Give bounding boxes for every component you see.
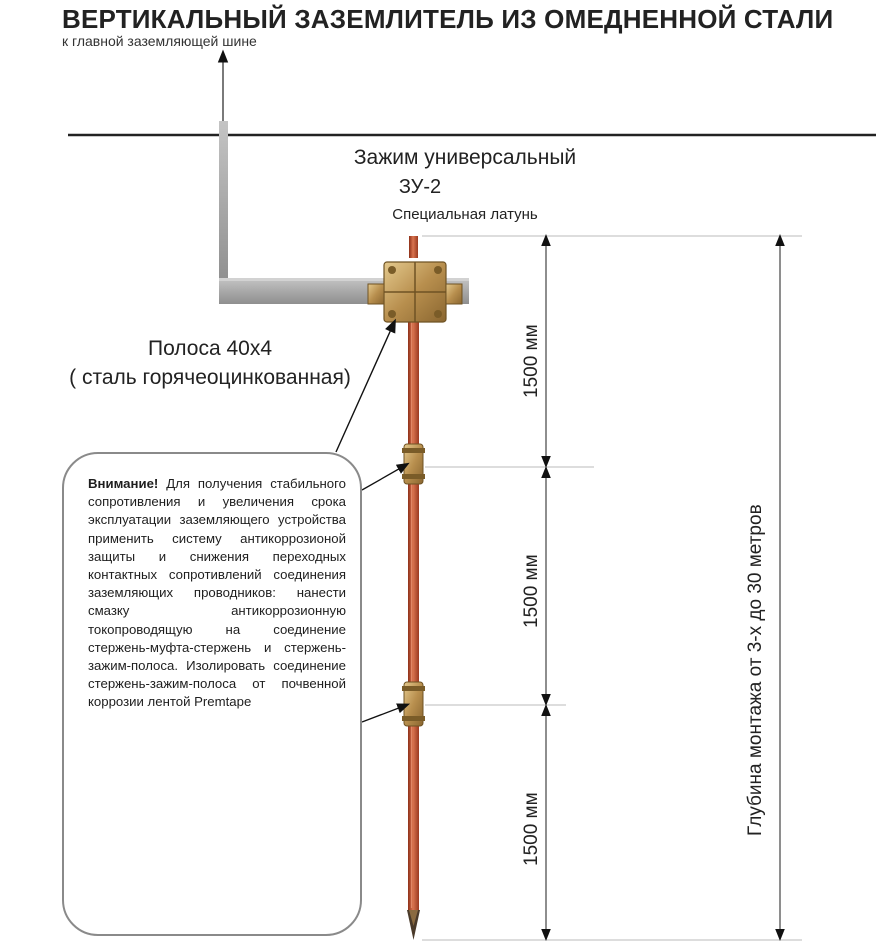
warning-note: Внимание! Для получения стабильного сопр… bbox=[62, 452, 362, 936]
segment-label-1: 1500 мм bbox=[521, 324, 542, 398]
strip-label-line2: ( сталь горячеоцинкованная) bbox=[69, 366, 351, 389]
segment-label-2: 1500 мм bbox=[521, 554, 542, 628]
warning-heading: Внимание! bbox=[88, 476, 159, 491]
note-pointer-lower bbox=[361, 703, 411, 723]
page-title: ВЕРТИКАЛЬНЫЙ ЗАЗЕМЛИТЕЛЬ ИЗ ОМЕДНЕННОЙ С… bbox=[62, 4, 834, 34]
clamp-material: Специальная латунь bbox=[392, 206, 538, 223]
warning-body: Для получения стабильного сопротивления … bbox=[88, 476, 346, 710]
segment-label-3: 1500 мм bbox=[521, 792, 542, 866]
note-pointer-upper bbox=[361, 462, 410, 491]
strip-label-line1: Полоса 40х4 bbox=[147, 337, 273, 360]
strip-label: Полоса 40х4 ( сталь горячеоцинкованная) bbox=[60, 334, 360, 392]
clamp-model: ЗУ-2 bbox=[398, 176, 442, 198]
busbar-label: к главной заземляющей шине bbox=[62, 33, 257, 49]
warning-note-text: Внимание! Для получения стабильного сопр… bbox=[88, 475, 346, 712]
coupling-lower bbox=[402, 681, 425, 727]
ground-rod bbox=[407, 236, 420, 940]
depth-label: Глубина монтажа от 3-х до 30 метров bbox=[745, 504, 766, 836]
clamp-title: Зажим универсальный bbox=[353, 146, 577, 169]
coupling-upper bbox=[402, 443, 425, 485]
universal-clamp bbox=[367, 261, 463, 323]
strip-pointer bbox=[335, 318, 396, 453]
